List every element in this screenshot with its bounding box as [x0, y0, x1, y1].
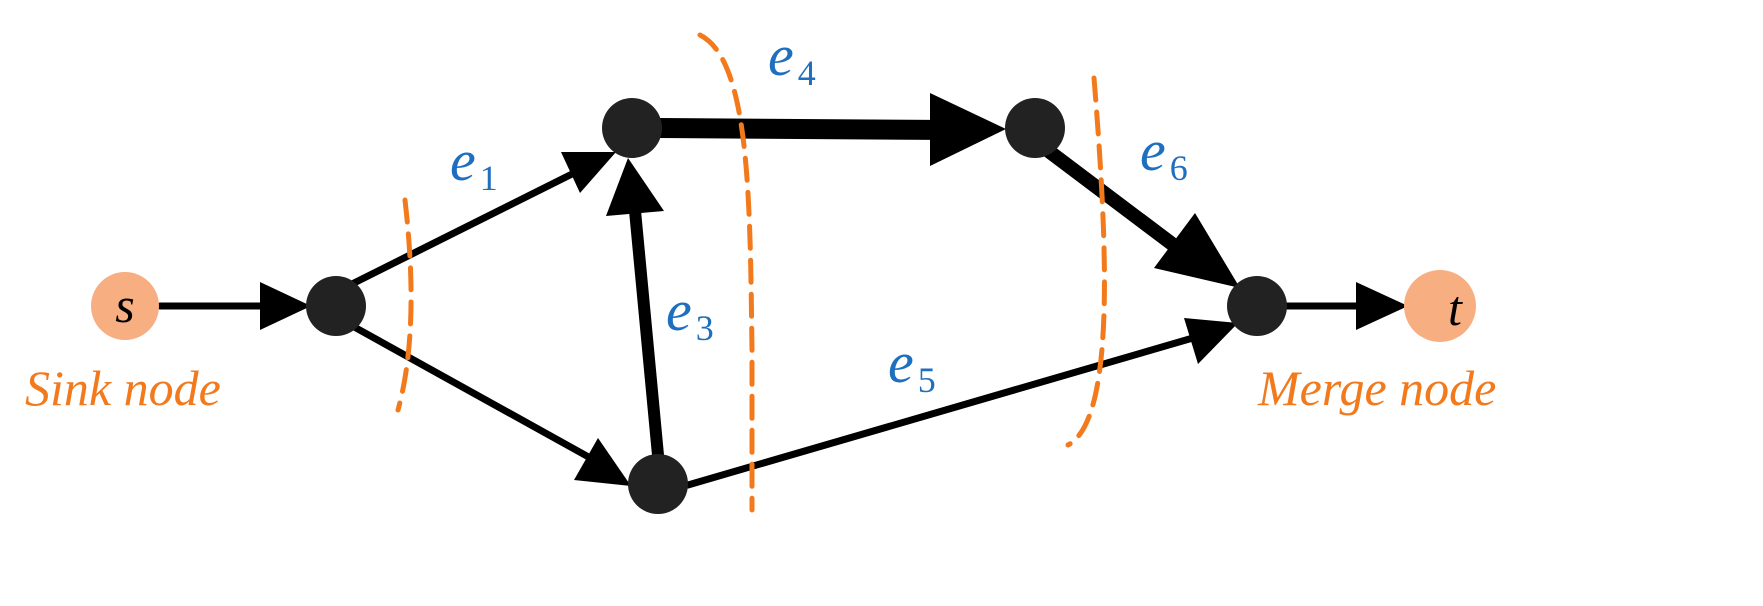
source-letter: s: [115, 277, 134, 333]
nodes: [91, 98, 1476, 514]
arrowhead-a-to-c: [574, 438, 631, 486]
arrowhead-e6: [1154, 213, 1240, 288]
node-d: [1005, 98, 1065, 158]
edge-b-to-d-e4: [650, 118, 960, 140]
terminal-node-s: [91, 272, 159, 340]
cut-line-2: [697, 32, 755, 513]
arrowhead-e5: [1184, 318, 1238, 364]
edges: [156, 118, 1374, 489]
edge-a-to-c: [334, 314, 616, 474]
target-caption: Merge node: [1257, 360, 1496, 416]
node-a: [306, 276, 366, 336]
source-caption: Sink node: [25, 360, 221, 416]
arrowheads: [260, 93, 1408, 486]
arrowhead-e3: [606, 158, 664, 216]
edge-a-to-b-e1: [334, 156, 604, 295]
edge-c-to-f-e5: [684, 329, 1214, 489]
arrowhead-e4: [930, 93, 1006, 166]
node-c: [628, 454, 688, 514]
cut-line-3: [1065, 75, 1107, 448]
arrowhead-e1: [561, 152, 616, 193]
node-b: [602, 98, 662, 158]
arrowhead-s-to-a: [260, 282, 311, 330]
node-f: [1227, 276, 1287, 336]
target-letter: t: [1448, 280, 1463, 336]
terminal-node-t: [1404, 270, 1476, 342]
cut-line-1: [395, 197, 414, 413]
edge-c-to-b-e3: [628, 194, 664, 461]
cut-lines: [395, 32, 1107, 513]
arrowhead-f-to-t: [1356, 282, 1408, 330]
